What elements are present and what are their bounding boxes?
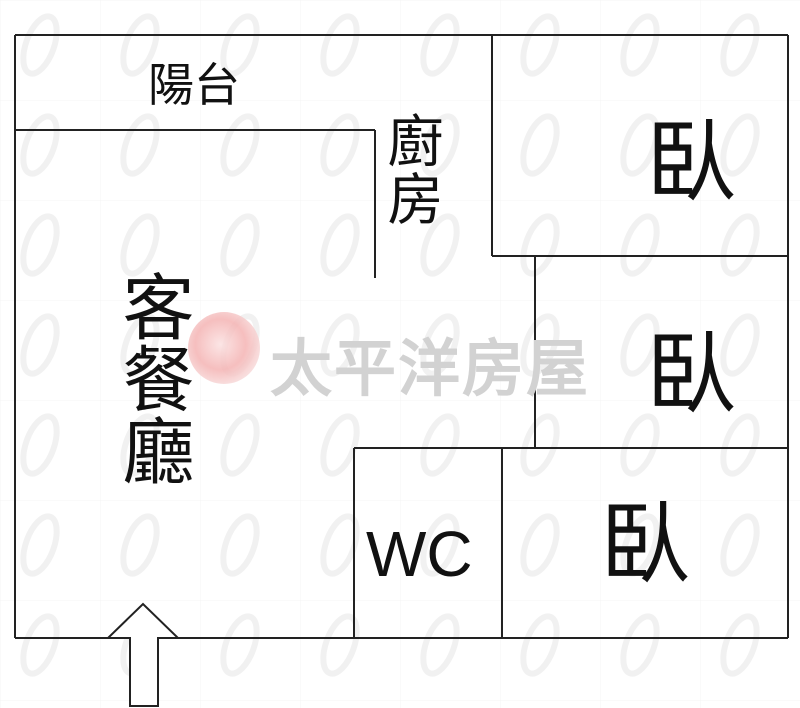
pacific-realty-logo-icon [188, 312, 260, 384]
room-label-bedroom-bottom: 臥 [600, 492, 690, 597]
room-label-bedroom-middle: 臥 [646, 322, 736, 427]
room-label-living-dining: 客餐廳 [110, 270, 194, 486]
room-label-bedroom-top: 臥 [646, 110, 736, 215]
watermark-text: 太平洋房屋 [270, 332, 591, 405]
room-label-kitchen: 廚房 [378, 112, 443, 228]
room-label-balcony: 陽台 [148, 58, 240, 112]
entrance-arrow-icon [105, 602, 181, 707]
walls [14, 34, 789, 639]
room-label-wc: WC [366, 518, 473, 590]
